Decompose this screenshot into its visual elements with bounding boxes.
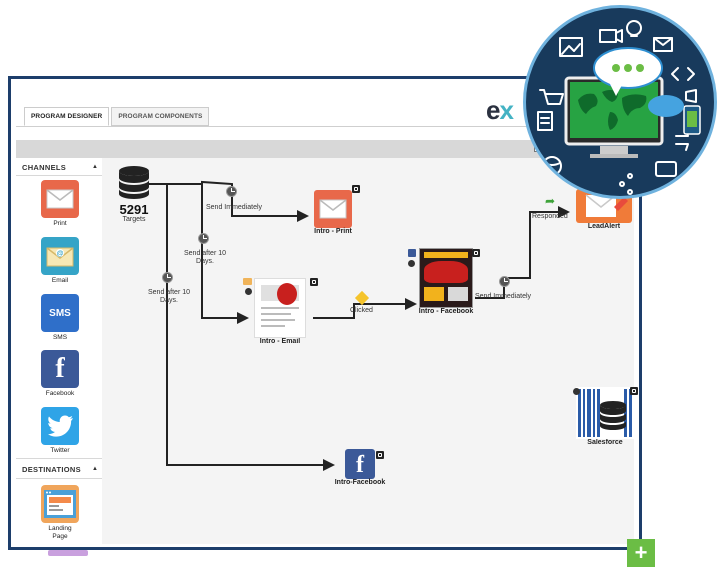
email-envelope-icon: @	[41, 237, 79, 275]
svg-text:@: @	[57, 251, 64, 258]
edit-node-icon[interactable]	[352, 185, 360, 193]
intro-email-node[interactable]: Intro - Email	[250, 278, 310, 345]
channels-heading: CHANNELS	[22, 163, 67, 172]
facebook-icon: f	[41, 350, 79, 388]
email-thumbnail	[254, 278, 306, 338]
email-channel-badge-icon	[243, 278, 252, 285]
channel-sms-label: SMS	[52, 334, 68, 341]
targets-count: 5291	[119, 202, 149, 217]
delay-clock-icon[interactable]	[226, 186, 237, 197]
facebook-ad-thumbnail	[419, 248, 473, 308]
intro-email-label: Intro - Email	[259, 338, 301, 345]
channel-email-label: Email	[51, 277, 69, 284]
targets-source-node[interactable]: 5291 Targets	[114, 165, 154, 223]
edge-label-send-immediately-print: Send Immediately	[206, 204, 263, 211]
channels-collapse-icon[interactable]: ▲	[92, 164, 98, 170]
channel-sms[interactable]: SMS SMS	[40, 294, 80, 342]
print-envelope-icon	[314, 190, 352, 228]
marketing-channels-illustration	[523, 5, 717, 199]
status-check-icon	[245, 288, 252, 295]
channel-twitter[interactable]: Twitter	[40, 407, 80, 455]
edit-node-icon[interactable]	[310, 278, 318, 286]
twitter-icon	[41, 407, 79, 445]
tab-divider	[16, 126, 634, 127]
salesforce-label: Salesforce	[587, 439, 623, 446]
edge-label-responded: Responded	[532, 213, 568, 220]
expand-button[interactable]: +	[627, 539, 655, 567]
intro-facebook-ad-node[interactable]: Intro - Facebook	[415, 248, 477, 315]
intro-facebook-label: Intro-Facebook	[334, 479, 386, 486]
facebook-icon: f	[345, 449, 375, 479]
channel-twitter-label: Twitter	[50, 447, 70, 454]
brand-logo: ex	[486, 95, 514, 125]
delay-clock-icon[interactable]	[198, 233, 209, 244]
channel-facebook-label: Facebook	[45, 390, 75, 397]
targets-label: Targets	[122, 216, 146, 223]
intro-print-label: Intro - Print	[314, 228, 352, 235]
edit-node-icon[interactable]	[472, 249, 480, 257]
sms-icon: SMS	[41, 294, 79, 332]
intro-facebook-node[interactable]: f Intro-Facebook	[330, 449, 390, 486]
intro-facebook-ad-label: Intro - Facebook	[418, 308, 474, 315]
delay-clock-icon[interactable]	[162, 272, 173, 283]
database-icon	[119, 166, 149, 199]
tab-program-components[interactable]: PROGRAM COMPONENTS	[111, 107, 210, 126]
channels-divider	[16, 175, 102, 176]
tab-bar: PROGRAM DESIGNER PROGRAM COMPONENTS	[24, 107, 210, 126]
print-envelope-icon	[41, 180, 79, 218]
responded-arrow-icon: ➦	[545, 194, 556, 208]
status-check-icon	[408, 260, 415, 267]
landing-page-icon	[41, 485, 79, 523]
tab-program-designer[interactable]: PROGRAM DESIGNER	[24, 107, 110, 126]
edge-label-send-immediately-salesforce: Send Immediately	[475, 293, 532, 300]
intro-print-node[interactable]: Intro - Print	[311, 190, 355, 235]
status-check-icon	[573, 388, 580, 395]
edit-node-icon[interactable]	[376, 451, 384, 459]
destinations-divider-top	[16, 458, 102, 459]
destinations-heading: DESTINATIONS	[22, 465, 81, 474]
edge-label-clicked: Clicked	[350, 307, 373, 314]
facebook-channel-badge-icon	[408, 249, 416, 257]
lead-alert-label: LeadAlert	[587, 223, 621, 230]
program-designer-window: PROGRAM DESIGNER PROGRAM COMPONENTS ex P…	[8, 76, 642, 556]
destinations-collapse-icon[interactable]: ▲	[92, 466, 98, 472]
partial-destination-icon[interactable]	[48, 550, 88, 556]
destinations-divider	[16, 478, 102, 479]
channel-print-label: Print	[53, 220, 67, 227]
salesforce-node[interactable]: Salesforce	[573, 387, 637, 446]
salesforce-barcode-icon	[576, 387, 634, 439]
delay-clock-icon[interactable]	[499, 276, 510, 287]
edit-node-icon[interactable]	[630, 387, 638, 395]
channel-email[interactable]: @ Email	[40, 237, 80, 285]
channel-print[interactable]: Print	[40, 180, 80, 228]
channel-facebook[interactable]: f Facebook	[40, 350, 80, 398]
flow-canvas[interactable]: 5291 Targets Send Immediately Send after…	[102, 158, 638, 544]
component-sidebar: CHANNELS ▲ Print @ Email SMS SMS f Faceb…	[16, 158, 103, 556]
